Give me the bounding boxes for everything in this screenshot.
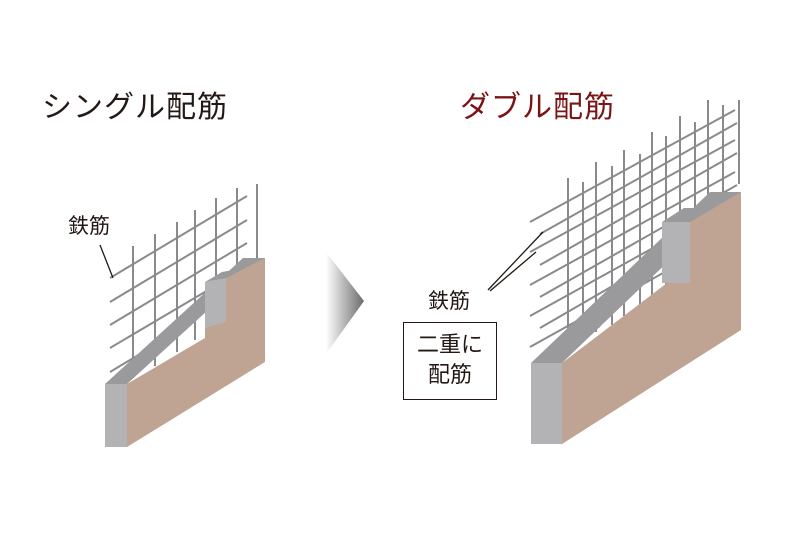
double-leader-lines — [487, 231, 544, 292]
double-wall-edge — [531, 363, 562, 444]
note-line-1: 二重に — [416, 333, 483, 358]
single-wall-step-edge — [205, 278, 226, 328]
single-rebar-label: 鉄筋 — [68, 214, 110, 238]
arrow-right-icon — [326, 252, 364, 354]
double-rebar-note-box: 二重に 配筋 — [403, 322, 497, 400]
double-rebar-title: ダブル配筋 — [460, 90, 615, 125]
single-wall-edge — [105, 384, 127, 447]
double-rebar-illustration — [487, 100, 741, 444]
single-rebar-illustration — [99, 184, 265, 447]
single-horizontal-bars — [109, 195, 248, 373]
double-wall-step-edge — [662, 222, 690, 283]
double-rebar-label: 鉄筋 — [428, 289, 470, 313]
double-wall-step-top — [662, 208, 712, 222]
single-wall-face — [127, 258, 265, 447]
double-wall-face — [562, 192, 741, 444]
single-leader-line — [99, 244, 114, 279]
note-line-2: 配筋 — [427, 363, 472, 388]
single-wall-step-top — [205, 268, 244, 282]
single-rebar-title: シングル配筋 — [42, 90, 228, 125]
